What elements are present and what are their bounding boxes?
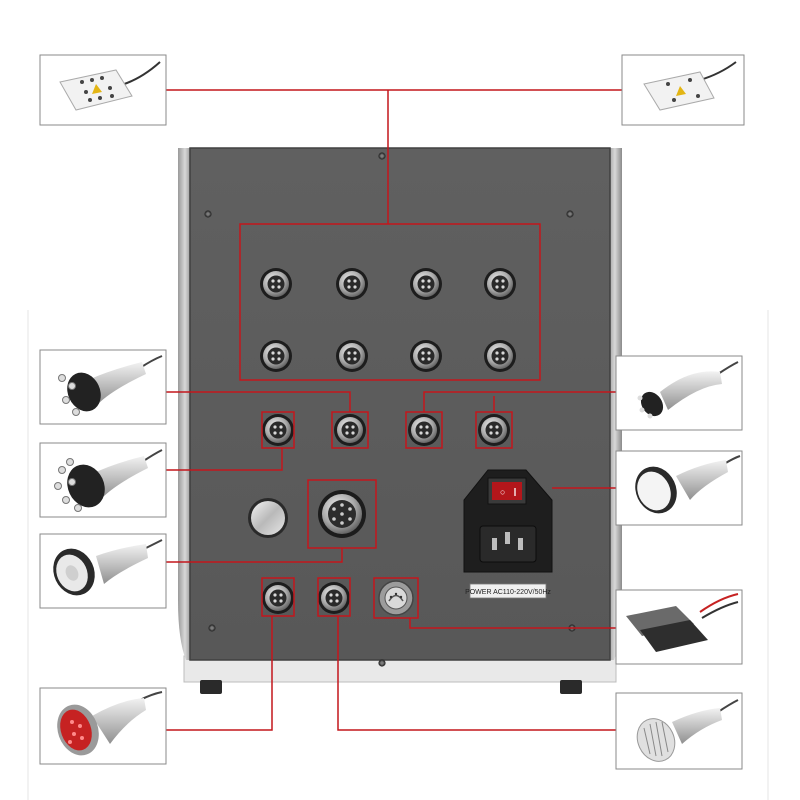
device-foot-right: [560, 680, 582, 694]
electrode-pad-5-dot-icon: [643, 61, 737, 111]
ems-pad-icon: [626, 593, 739, 652]
large-multipin-connector[interactable]: [318, 490, 366, 538]
connector-port[interactable]: [262, 582, 294, 614]
connector-port[interactable]: [484, 340, 516, 372]
panel-screw: [204, 210, 212, 218]
leader-line: [337, 616, 616, 731]
device-foot-left: [200, 680, 222, 694]
electrode-pad-8-dot-icon: [59, 61, 161, 111]
leader-line: [166, 616, 273, 731]
leader-line: [409, 618, 616, 629]
connector-port[interactable]: [410, 268, 442, 300]
leader-line: [166, 548, 343, 563]
panel-screw: [378, 152, 386, 160]
switch-off-mark: ○: [500, 487, 505, 497]
connector-port[interactable]: [260, 340, 292, 372]
power-module: ○: [463, 469, 553, 573]
connector-port[interactable]: [336, 268, 368, 300]
device-body: [178, 147, 622, 694]
panel-screw: [566, 210, 574, 218]
vacuum-cup-probe-icon: [636, 699, 739, 762]
connector-port[interactable]: [262, 414, 294, 446]
led-photon-probe-icon: [57, 691, 163, 756]
highlight-box: [317, 577, 351, 617]
cavitation-40k-probe-icon: [635, 455, 741, 514]
device-side-right: [608, 148, 622, 660]
connector-port[interactable]: [318, 582, 350, 614]
connector-port[interactable]: [408, 414, 440, 446]
rf-6-ball-probe-icon: [54, 449, 163, 512]
connector-port[interactable]: [334, 414, 366, 446]
panel-screw: [378, 659, 386, 667]
power-label: POWER AC110-220V/50Hz: [465, 589, 551, 596]
din-connector[interactable]: [378, 580, 414, 616]
leader-lines: [166, 89, 622, 731]
panel-screw: [208, 624, 216, 632]
cavitation-probe-icon: [53, 539, 163, 596]
highlight-box-connector-grid: [239, 223, 541, 381]
connector-port[interactable]: [484, 268, 516, 300]
highlight-box: [261, 577, 295, 617]
leader-line: [166, 391, 351, 412]
highlight-box: [261, 411, 295, 449]
connector-port[interactable]: [336, 340, 368, 372]
connector-port[interactable]: [478, 414, 510, 446]
highlight-box-din: [373, 577, 419, 619]
connector-port[interactable]: [260, 268, 292, 300]
leader-line: [423, 391, 616, 412]
power-label-plate: [469, 583, 547, 599]
rf-4-ball-probe-icon: [58, 355, 163, 416]
connector-port[interactable]: [410, 340, 442, 372]
rf-small-probe-icon: [637, 361, 739, 419]
device-side-left: [178, 148, 192, 660]
control-knob[interactable]: [248, 498, 288, 538]
power-rocker-switch[interactable]: [492, 482, 522, 500]
leader-line: [166, 448, 283, 471]
